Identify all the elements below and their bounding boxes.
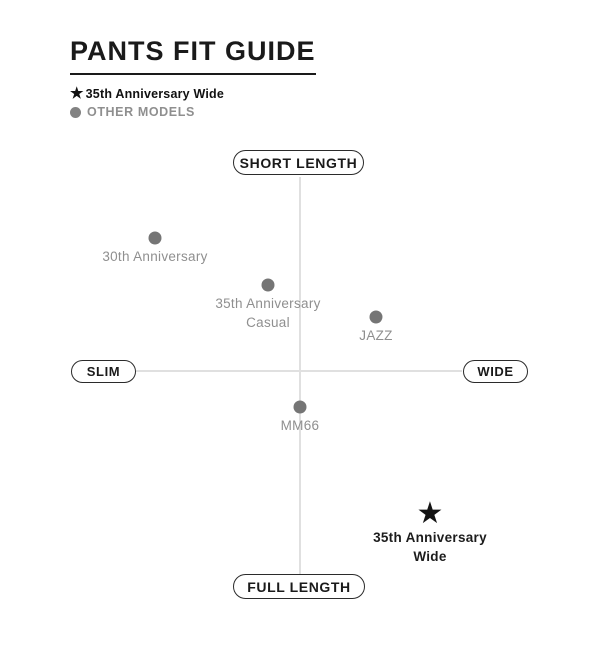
star-marker: ★ (416, 496, 444, 530)
dot-marker (369, 310, 383, 324)
axis-label-wide: WIDE (463, 360, 528, 383)
dot-icon (70, 106, 81, 118)
dot-marker (293, 400, 307, 414)
axis-label-full-length: FULL LENGTH (233, 574, 365, 599)
legend-star-label: 35th Anniversary Wide (85, 86, 225, 101)
axis-label-short-length: SHORT LENGTH (233, 150, 364, 175)
point-label: MM66 (280, 418, 320, 433)
point-label: 30th Anniversary (102, 249, 208, 264)
star-icon: ★ (70, 85, 84, 102)
page-title: PANTS FIT GUIDE (70, 36, 316, 76)
axis-label-slim: SLIM (71, 360, 136, 383)
legend: ★ 35th Anniversary Wide OTHER MODELS (70, 86, 224, 119)
legend-item-other-models: OTHER MODELS (70, 105, 224, 119)
horizontal-axis-line (136, 370, 462, 372)
vertical-axis-line (299, 177, 301, 574)
legend-item-anniversary-wide: ★ 35th Anniversary Wide (70, 86, 224, 101)
dot-marker (148, 231, 162, 245)
point-label: JAZZ (359, 328, 393, 343)
dot-marker (261, 278, 275, 292)
legend-dot-label: OTHER MODELS (87, 105, 195, 119)
